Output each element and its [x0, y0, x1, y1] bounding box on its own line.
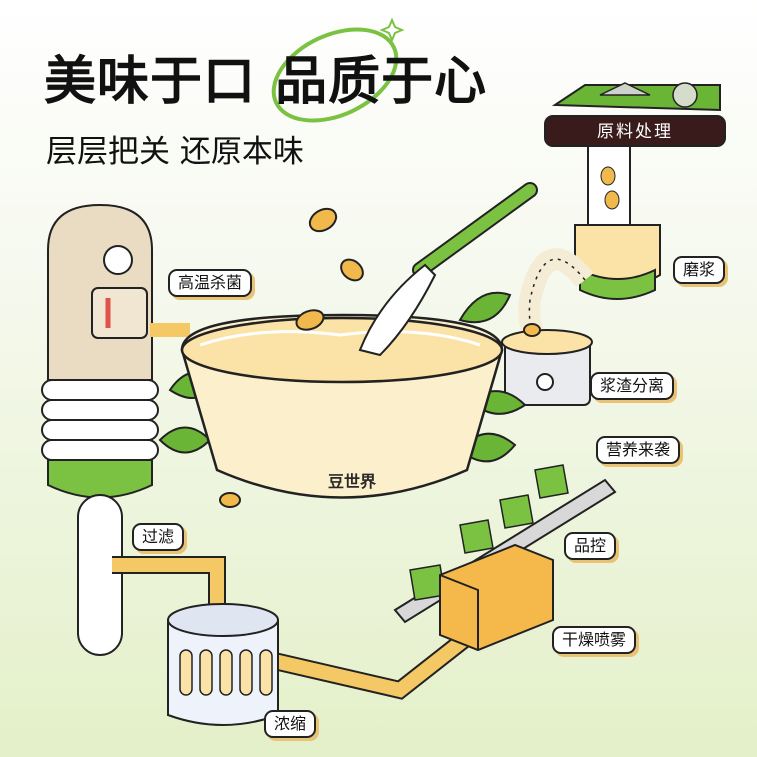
grinder [518, 224, 661, 353]
step-concentration: 浓缩 [264, 710, 317, 738]
step-nutrition: 营养来袭 [596, 436, 681, 464]
step-grinding: 磨浆 [673, 256, 726, 284]
sparkle-icon [379, 17, 405, 43]
concentrator [167, 603, 279, 726]
step-quality-control: 品控 [564, 532, 617, 560]
step-raw-processing: 原料处理 [597, 122, 673, 142]
title-part-2: 品质于心 [275, 52, 488, 112]
raw-processing-platform [544, 82, 726, 227]
spray-dryer [439, 543, 554, 652]
step-separation: 浆渣分离 [590, 372, 675, 400]
separator [501, 329, 593, 406]
soybeans [219, 207, 541, 508]
sterilizer-tank [41, 203, 190, 656]
step-sterilization: 高温杀菌 [168, 269, 253, 297]
spoon [358, 182, 538, 357]
brand-logo: 豆世界 [328, 472, 377, 491]
step-spray-drying: 干燥喷雾 [552, 626, 637, 654]
page-subtitle: 层层把关 还原本味 [46, 134, 304, 170]
title-part-1: 美味于口 [44, 52, 257, 112]
soy-milk-bowl [180, 313, 504, 499]
step-filtering: 过滤 [132, 523, 185, 551]
page-title: 美味于口 品质于心 [44, 52, 487, 112]
highlight-ellipse [271, 27, 399, 123]
